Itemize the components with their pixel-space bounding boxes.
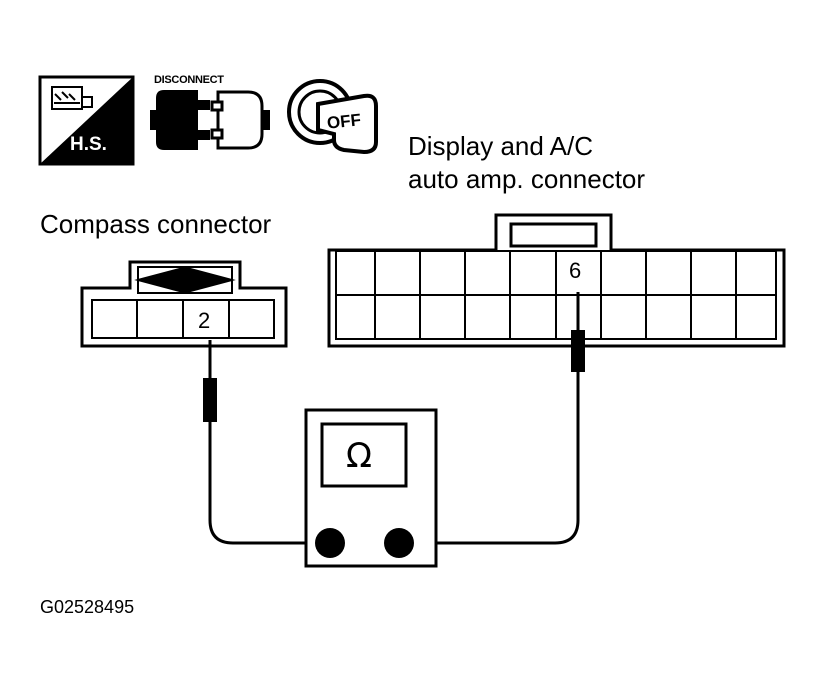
connector-symbol xyxy=(51,86,93,110)
ohmmeter xyxy=(304,408,438,568)
display-connector-label-line2: auto amp. connector xyxy=(408,164,646,194)
display-pin-number: 6 xyxy=(569,258,582,283)
probe-left xyxy=(203,340,330,545)
disconnect-label: DISCONNECT xyxy=(154,74,224,86)
display-ac-connector xyxy=(327,213,786,348)
meter-terminal-right xyxy=(384,528,414,558)
meter-terminal-left xyxy=(315,528,345,558)
compass-pin-number: 2 xyxy=(198,308,211,333)
compass-connector xyxy=(80,260,288,348)
figure-code: G02528495 xyxy=(40,597,135,617)
ignition-off-label: OFF xyxy=(326,110,362,133)
ohm-symbol: Ω xyxy=(346,436,372,476)
probe-right xyxy=(398,292,585,545)
display-connector-label: Display and A/C auto amp. connector xyxy=(408,130,645,196)
harness-side-icon xyxy=(38,75,135,166)
polarity-diamond xyxy=(134,266,236,294)
display-connector-label-line1: Display and A/C xyxy=(408,131,593,161)
harness-side-label: H.S. xyxy=(70,134,107,155)
ignition-off-icon xyxy=(287,79,378,155)
disconnect-icon xyxy=(150,90,270,150)
compass-connector-label: Compass connector xyxy=(40,209,272,239)
